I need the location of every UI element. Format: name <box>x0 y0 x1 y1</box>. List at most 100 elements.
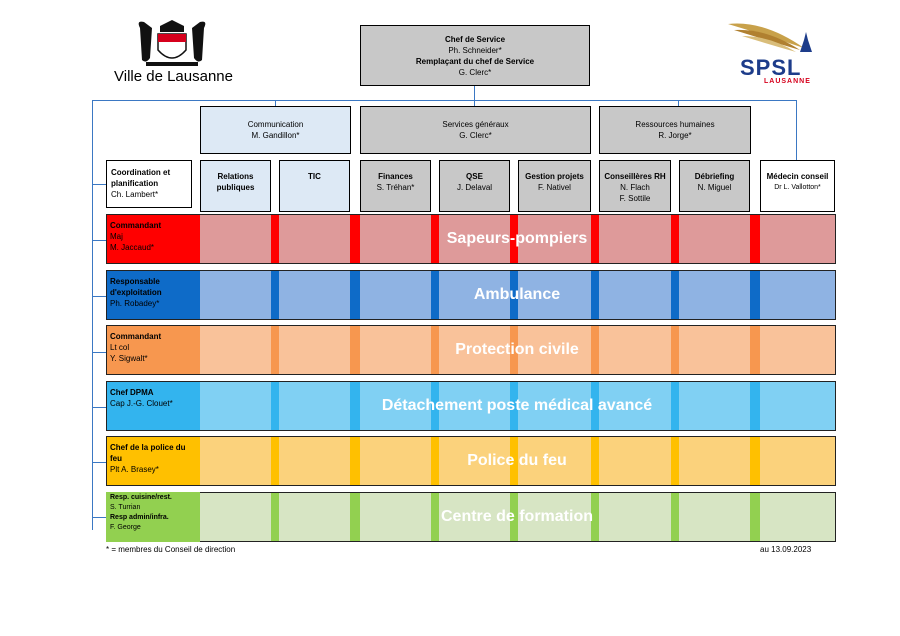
unit-box: QSE J. Delaval <box>439 160 510 212</box>
division-name: G. Clerc* <box>459 131 492 140</box>
unit-name: Dr L. Vallotton* <box>774 184 821 191</box>
band-leader-label: Commandant Lt col Y. Sigwalt* <box>106 325 200 375</box>
spsl-name: SPSL <box>740 55 802 80</box>
coord-tick <box>92 184 106 185</box>
band-title: Ambulance <box>473 286 561 303</box>
division-ressources-humaines: Ressources humaines R. Jorge* <box>599 106 751 154</box>
band-cell <box>518 382 591 430</box>
band-cell <box>679 271 750 319</box>
band-cell <box>200 437 271 485</box>
band-cell <box>760 493 835 541</box>
band-cell <box>439 382 510 430</box>
band-cell <box>279 493 350 541</box>
unit-box: Débriefing N. Miguel <box>679 160 750 212</box>
band-cell <box>518 493 591 541</box>
band-cell <box>279 437 350 485</box>
coordination-box: Coordination et planification Ch. Lamber… <box>106 160 192 208</box>
row5-tick <box>92 462 106 463</box>
unit-name-2: F. Sottile <box>619 194 651 203</box>
footnote: * = membres du Conseil de direction <box>106 545 236 554</box>
leader-line: Commandant <box>110 332 162 341</box>
row2-tick <box>92 296 106 297</box>
band-cell <box>200 493 271 541</box>
division-title: Communication <box>247 120 304 129</box>
unit-name: N. Miguel <box>697 183 732 192</box>
leader-line: Resp admin/infra. <box>110 514 169 521</box>
unit-title: Finances <box>378 172 413 181</box>
band-cell <box>679 437 750 485</box>
unit-title: Médecin conseil <box>766 172 829 181</box>
unit-title: Débriefing <box>694 172 735 181</box>
leader-line: Responsable d'exploitation <box>110 277 162 297</box>
band-cell <box>200 215 271 263</box>
unit-name: S. Tréhan* <box>376 183 415 192</box>
band-cell <box>360 437 431 485</box>
band-cell <box>679 215 750 263</box>
band-title: Détachement poste médical avancé <box>381 397 653 414</box>
chef-de-service-box: Chef de Service Ph. Schneider* Remplaçan… <box>360 25 590 86</box>
leader-line: Chef de la police du feu <box>110 443 186 463</box>
band-cell <box>599 271 671 319</box>
row3-tick <box>92 352 106 353</box>
band-cell <box>360 271 431 319</box>
unit-name: J. Delaval <box>456 183 493 192</box>
unit-title: TIC <box>308 172 321 181</box>
row4-tick <box>92 407 106 408</box>
date-stamp: au 13.09.2023 <box>760 545 812 554</box>
leader-line: M. Jaccaud* <box>110 243 155 252</box>
unit-title: Conseillères RH <box>604 172 666 181</box>
band-cell <box>599 437 671 485</box>
band-cell <box>760 382 835 430</box>
band-cell <box>279 382 350 430</box>
row1-tick <box>92 240 106 241</box>
band-cell <box>760 215 835 263</box>
band-title: Sapeurs-pompiers <box>446 230 588 247</box>
band-cell <box>279 215 350 263</box>
leader-line: F. George <box>110 524 141 531</box>
band-title: Centre de formation <box>440 508 593 525</box>
division-title: Ressources humaines <box>635 120 715 129</box>
band-cell <box>518 215 591 263</box>
chef-title: Chef de Service <box>444 34 506 44</box>
band-cell <box>679 326 750 374</box>
leader-line: Resp. cuisine/rest. <box>110 494 172 501</box>
unit-name: N. Flach <box>620 183 650 192</box>
band-cell <box>518 437 591 485</box>
leader-line: Cap J.-G. Clouet* <box>110 399 173 408</box>
leader-line: Chef DPMA <box>110 388 154 397</box>
band-cell <box>200 326 271 374</box>
unit-box: Médecin conseil Dr L. Vallotton* <box>760 160 835 212</box>
band-cell <box>439 271 510 319</box>
band-cell <box>279 326 350 374</box>
leader-line: S. Turrian <box>110 504 141 511</box>
leader-line: Lt col <box>110 343 130 352</box>
band-cell <box>679 493 750 541</box>
band-title: Protection civile <box>455 341 579 358</box>
communication-drop-line <box>275 100 276 108</box>
band-cell <box>360 382 431 430</box>
unit-box: Relations publiques <box>200 160 271 212</box>
row6-tick <box>92 517 106 518</box>
unit-box: Gestion projets F. Nativel <box>518 160 591 212</box>
unit-box: Conseillères RH N. Flach F. Sottile <box>599 160 671 212</box>
band-cell <box>200 382 271 430</box>
division-name: R. Jorge* <box>658 131 692 140</box>
division-title: Services généraux <box>442 120 509 129</box>
band-cell <box>360 493 431 541</box>
unit-name: F. Nativel <box>538 183 571 192</box>
chef-down-line <box>474 86 475 100</box>
unit-title: QSE <box>466 172 483 181</box>
band-cell <box>760 437 835 485</box>
band-cell <box>599 382 671 430</box>
band-cell <box>599 326 671 374</box>
unit-title: Gestion projets <box>525 172 584 181</box>
coordination-title: Coordination et planification <box>111 168 171 188</box>
lausanne-coat-of-arms-icon <box>138 20 206 66</box>
band-cell <box>439 326 510 374</box>
unit-box: Finances S. Tréhan* <box>360 160 431 212</box>
division-communication: Communication M. Gandillon* <box>200 106 351 154</box>
band-cell <box>599 493 671 541</box>
leader-line: Y. Sigwalt* <box>110 354 148 363</box>
band-cell <box>279 271 350 319</box>
